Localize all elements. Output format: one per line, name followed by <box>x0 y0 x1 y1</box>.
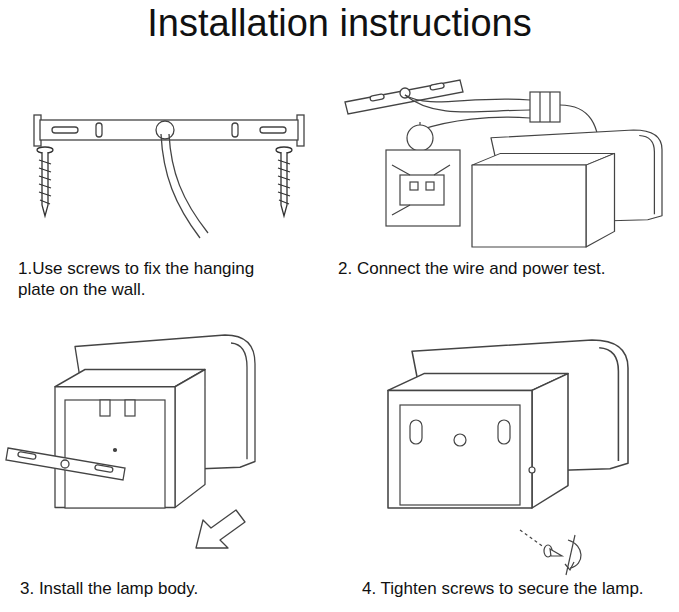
step-caption: 1.Use screws to fix the hanging plate on… <box>18 258 263 300</box>
wall-screw <box>37 147 53 216</box>
hanging-plate <box>6 448 125 480</box>
lamp-opening <box>65 400 165 508</box>
wall-screw <box>276 147 292 216</box>
step-caption: 4. Tighten screws to secure the lamp. <box>362 578 674 599</box>
step-caption: 2. Connect the wire and power test. <box>338 258 673 279</box>
tilted-plate <box>345 80 463 114</box>
connector-detail <box>386 125 460 226</box>
terminal-block <box>530 92 560 122</box>
step-caption: 3. Install the lamp body. <box>20 578 320 599</box>
lamp-body <box>472 130 662 247</box>
lamp-front-details <box>400 405 535 505</box>
power-wire <box>161 134 208 238</box>
lamp-body <box>55 335 255 508</box>
direction-arrow <box>196 510 245 548</box>
fixing-screw <box>520 530 581 575</box>
title: Installation instructions <box>0 0 679 46</box>
lamp-body <box>388 340 628 508</box>
